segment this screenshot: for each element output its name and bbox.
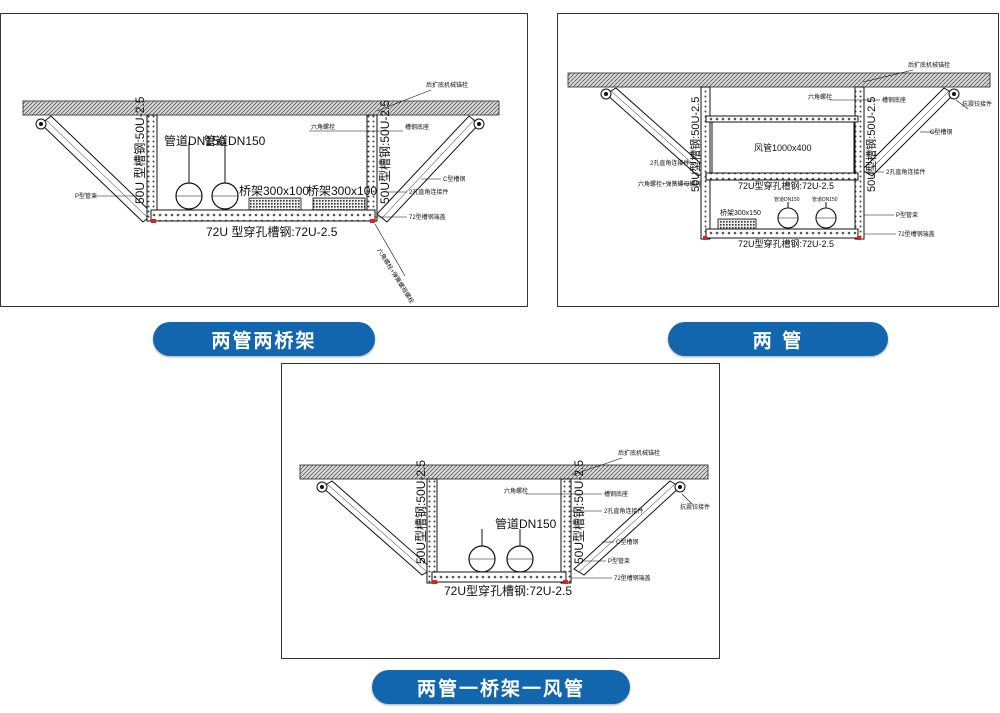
label-c-steel: C型槽钢 xyxy=(930,128,952,136)
label-72u-mid: 72U型穿孔槽钢:72U-2.5 xyxy=(738,180,834,191)
label-hex-nut-spring: 六角螺栓+弹簧螺母螺栓 xyxy=(638,180,702,188)
label-pipe-2: 管道DN150 xyxy=(204,133,266,148)
label-72u: 72U型穿孔槽钢:72U-2.5 xyxy=(444,583,572,598)
horizontal-channel-mid xyxy=(705,172,859,181)
label-channel-cap: 槽钢底座 xyxy=(604,490,628,498)
pipe-2 xyxy=(815,202,837,229)
label-tray: 桥架300x150 xyxy=(720,208,761,217)
horizontal-channel-top xyxy=(705,115,859,123)
pipe-1 xyxy=(175,142,203,210)
label-bottom-base: 72型槽钢端盖 xyxy=(409,213,446,221)
diagonal-brace-right xyxy=(573,480,686,576)
label-2hole-connector: 2孔直角连接件 xyxy=(409,188,448,196)
label-pipe: 管道DN150 xyxy=(495,516,557,531)
caption-two-pipes-tray-duct: 两管一桥架一风管 xyxy=(372,670,630,704)
caption-two-pipes: 两 管 xyxy=(668,322,888,356)
label-bottom-base: 72型槽钢端盖 xyxy=(614,574,651,582)
horizontal-channel-72u xyxy=(431,571,567,583)
label-pipe-1: 管道DN150 xyxy=(164,133,226,148)
label-c-steel: C型槽钢 xyxy=(443,175,465,183)
label-50u-left: 50U型槽钢:50U-2.5 xyxy=(414,460,428,564)
label-channel-cap: 槽钢底座 xyxy=(405,123,429,131)
diagonal-brace-left xyxy=(35,115,154,223)
label-50u-right: 50U型槽钢:50U-2.5 xyxy=(572,460,586,564)
vertical-channel-left xyxy=(146,114,158,222)
air-duct xyxy=(711,121,855,174)
label-pipe-1: 管道DN150 xyxy=(774,196,800,203)
support-drawing-3: 50U型槽钢:50U-2.5 50U型槽钢:50U-2.5 72U型穿孔槽钢:7… xyxy=(299,449,710,598)
label-c-steel: C型槽钢 xyxy=(616,538,638,546)
label-tray-2: 桥架300x100 xyxy=(307,184,377,198)
vertical-channel-right xyxy=(560,478,572,584)
label-tray-1: 桥架300x100 xyxy=(239,184,309,198)
label-p-clamp: P型管束 xyxy=(608,557,630,565)
label-hex-bolt: 六角螺栓 xyxy=(808,93,832,101)
diagram-panel-two-pipes-two-trays: 50U 型槽钢:50U-2.5 50U型槽钢:50U-2.5 72U 型穿孔槽钢… xyxy=(0,13,528,307)
cable-tray xyxy=(717,218,757,230)
label-50u-left: 50U型槽钢:50U-2.5 xyxy=(688,97,702,192)
label-anchor-bolt: 后扩底机械锚栓 xyxy=(426,81,468,89)
label-2hole-connector-right: 2孔直角连接件 xyxy=(886,168,925,176)
label-50u-right: 50U型槽钢:50U-2.5 xyxy=(864,97,878,192)
label-bottom-base: 72型槽钢端盖 xyxy=(898,230,935,238)
label-seismic-hinge: 抗震铰接件 xyxy=(962,100,992,108)
cable-tray-2 xyxy=(312,197,366,211)
label-72u: 72U 型穿孔槽钢:72U-2.5 xyxy=(206,224,338,239)
label-anchor-bolt: 后扩底机械锚栓 xyxy=(618,449,660,457)
label-channel-cap: 槽钢底座 xyxy=(882,96,906,104)
concrete-slab xyxy=(299,464,709,480)
label-2hole-connector: 2孔直角连接件 xyxy=(604,507,643,515)
label-2hole-connector-left: 2孔直角连接件 xyxy=(650,159,689,167)
vertical-channel-right xyxy=(854,86,865,240)
diagram-panel-two-pipes: 50U型槽钢:50U-2.5 50U型槽钢:50U-2.5 72U型穿孔槽钢:7… xyxy=(557,13,999,307)
concrete-slab xyxy=(567,72,991,88)
concrete-slab xyxy=(22,100,500,116)
pipe-2 xyxy=(506,529,534,573)
pipe-2 xyxy=(211,142,239,210)
label-hex-nut-bottom: 六角螺栓+弹簧螺母螺栓 xyxy=(375,247,415,305)
diagram-panel-two-pipes-tray-duct: 50U型槽钢:50U-2.5 50U型槽钢:50U-2.5 72U型穿孔槽钢:7… xyxy=(281,363,720,659)
diagonal-brace-right xyxy=(376,115,485,223)
label-anchor-bolt: 后扩底机械锚栓 xyxy=(908,61,950,69)
label-pipe-2: 管道DN150 xyxy=(812,196,838,203)
cable-tray-1 xyxy=(248,197,302,211)
caption-two-pipes-two-trays: 两管两桥架 xyxy=(153,322,375,356)
label-50u-left: 50U 型槽钢:50U-2.5 xyxy=(133,96,147,204)
label-p-clamp: P型管束 xyxy=(75,192,97,200)
label-duct: 风管1000x400 xyxy=(754,142,812,153)
label-hex-bolt: 六角螺栓 xyxy=(311,123,335,131)
label-50u-right: 50U型槽钢:50U-2.5 xyxy=(378,100,392,204)
horizontal-channel-bottom xyxy=(705,228,859,239)
vertical-channel-left xyxy=(700,86,711,240)
label-seismic-hinge: 抗震铰接件 xyxy=(680,503,710,511)
pipe-1 xyxy=(468,529,496,573)
label-72u-bottom: 72U型穿孔槽钢:72U-2.5 xyxy=(738,238,834,249)
horizontal-channel-72u xyxy=(150,209,376,222)
pipe-1 xyxy=(777,202,799,229)
vertical-channel-left xyxy=(426,478,438,584)
support-drawing-1: 50U 型槽钢:50U-2.5 50U型槽钢:50U-2.5 72U 型穿孔槽钢… xyxy=(22,81,500,305)
support-drawing-2: 50U型槽钢:50U-2.5 50U型槽钢:50U-2.5 72U型穿孔槽钢:7… xyxy=(567,61,992,249)
label-p-clamp: P型管束 xyxy=(896,211,918,219)
label-hex-bolt: 六角螺栓 xyxy=(504,487,528,495)
